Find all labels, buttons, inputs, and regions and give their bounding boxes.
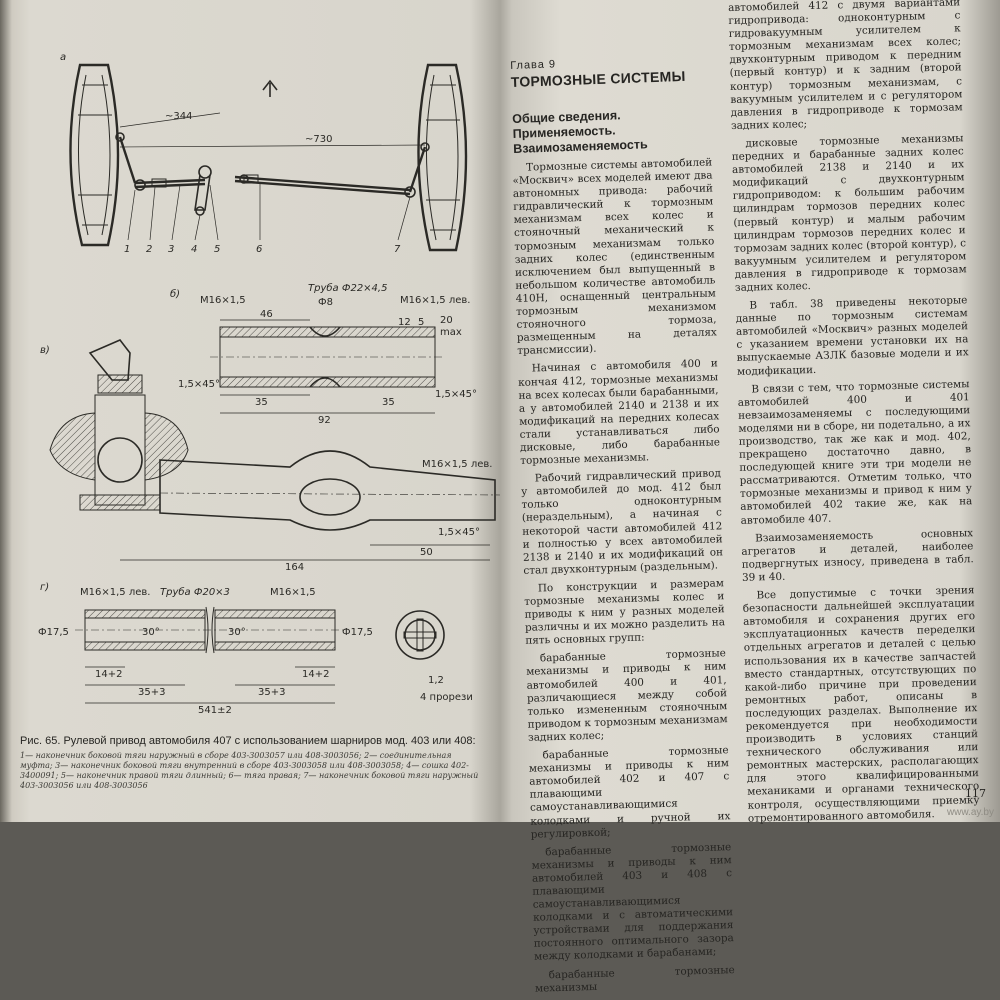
page-number: 117: [965, 787, 986, 800]
chapter-title: ТОРМОЗНЫЕ СИСТЕМЫ: [510, 67, 686, 90]
long-tube-drawing: [75, 606, 445, 660]
slot-count: 4 прорези: [420, 692, 473, 703]
long-tube-dim-14-right: 14+2: [302, 669, 329, 680]
part-number-2: 2: [146, 244, 152, 255]
right-wheel: [417, 63, 468, 252]
paragraph: В связи с тем, что тормозные системы авт…: [737, 377, 973, 527]
tube-dim-5: 5: [418, 317, 424, 328]
long-tube-pipe: Труба Ф20×3: [160, 586, 230, 598]
paragraph: автомобилей 412 с двумя вариантами гидро…: [728, 0, 963, 132]
panel-g-letter: г): [40, 582, 49, 593]
direction-arrow-icon: [262, 79, 278, 97]
figure-steering-linkage: а: [20, 35, 500, 735]
tube-label-thread-right: M16×1,5 лев.: [400, 295, 470, 306]
tube-dim-46: 46: [260, 309, 273, 320]
paragraph: По конструкции и размерам тормозные меха…: [524, 577, 726, 648]
section-title: Общие сведения. Применяемость. Взаимозам…: [512, 108, 648, 156]
tube-drawing: [210, 326, 445, 388]
paragraph: В табл. 38 приведены некоторые данные по…: [735, 294, 969, 378]
paragraph: Тормозные системы автомобилей «Москвич» …: [512, 156, 718, 358]
panel-a-letter: а: [60, 52, 66, 63]
tube-dim-max: max: [440, 327, 462, 338]
dim-730: ~730: [305, 134, 332, 145]
paragraph: дисковые тормозные механизмы передних и …: [731, 132, 967, 294]
paragraph: Взаимозаменяемость основных агрегатов и …: [741, 526, 974, 584]
chapter-heading: Глава 9 ТОРМОЗНЫЕ СИСТЕМЫ: [510, 54, 686, 90]
dim-344: ~344: [165, 111, 192, 122]
tube-dim-12: 12: [398, 317, 411, 328]
paragraph: Начиная с автомобиля 400 и кончая 412, т…: [517, 357, 721, 467]
tube-dim-35-right: 35: [382, 397, 395, 408]
tube-label-pipe: Труба Ф22×4,5: [308, 282, 387, 294]
paragraph: барабанные тормозные механизмы и приводы…: [526, 647, 728, 744]
tube-chamfer-left: 1,5×45°: [178, 379, 220, 390]
watermark: www.ay.by: [946, 807, 994, 818]
paragraph: барабанные тормозные механизмы и приводы…: [531, 840, 734, 964]
long-tube-angle-right: 30°: [228, 627, 246, 638]
part-number-1: 1: [124, 244, 130, 255]
long-tube-thread-left: M16×1,5 лев.: [80, 587, 150, 598]
long-tube-dia-right: Ф17,5: [342, 627, 373, 638]
text-column-1: Тормозные системы автомобилей «Москвич» …: [512, 156, 735, 1000]
caption-legend: 1— наконечник боковой тяги наружный в сб…: [20, 751, 479, 790]
long-tube-dim-35-right: 35+3: [258, 687, 285, 698]
right-page: Глава 9 ТОРМОЗНЫЕ СИСТЕМЫ Общие сведения…: [500, 0, 1000, 994]
tube-dim-20: 20: [440, 315, 453, 326]
long-tube-angle-left: 30°: [142, 627, 160, 638]
caption-title: Рис. 65. Рулевой привод автомобиля 407 с…: [20, 735, 476, 747]
tube-label-f8: Ф8: [318, 297, 333, 308]
tube-dim-92: 92: [318, 415, 331, 426]
figure-caption: Рис. 65. Рулевой привод автомобиля 407 с…: [20, 735, 485, 791]
part-number-5: 5: [214, 244, 220, 255]
tip-chamfer: 1,5×45°: [438, 527, 480, 538]
part-number-4: 4: [191, 244, 197, 255]
tip-dim-50: 50: [420, 547, 433, 558]
paragraph: барабанные тормозные механизмы и приводы…: [528, 744, 731, 841]
ball-joint-drawing: [49, 339, 500, 531]
long-tube-dim-35-left: 35+3: [138, 687, 165, 698]
panel-v-letter: в): [40, 345, 50, 356]
part-number-7: 7: [394, 244, 401, 255]
technical-drawing: а: [38, 52, 500, 716]
text-column-2: автомобилей 412 с двумя вариантами гидро…: [728, 0, 980, 830]
paragraph: Все допустимые с точки зрения безопаснос…: [742, 584, 980, 825]
part-number-3: 3: [168, 244, 174, 255]
tube-chamfer-right: 1,5×45°: [435, 389, 477, 400]
part-number-6: 6: [256, 244, 262, 255]
long-tube-thread-right: M16×1,5: [270, 587, 316, 598]
tip-dim-164: 164: [285, 562, 304, 573]
paragraph: барабанные тормозные механизмы: [534, 963, 735, 995]
left-wheel: [69, 63, 120, 247]
long-tube-dia-left: Ф17,5: [38, 627, 69, 638]
slot-dim-1-2: 1,2: [428, 675, 444, 686]
paragraph: Рабочий гидравлический привод у автомоби…: [521, 467, 724, 577]
panel-b-letter: б): [170, 288, 180, 300]
long-tube-dim-541: 541±2: [198, 705, 232, 716]
tube-dim-35-left: 35: [255, 397, 268, 408]
left-page: а: [0, 0, 500, 822]
tip-thread-label: M16×1,5 лев.: [422, 459, 492, 470]
long-tube-dim-14-left: 14+2: [95, 669, 122, 680]
tube-label-thread-left: M16×1,5: [200, 295, 246, 306]
